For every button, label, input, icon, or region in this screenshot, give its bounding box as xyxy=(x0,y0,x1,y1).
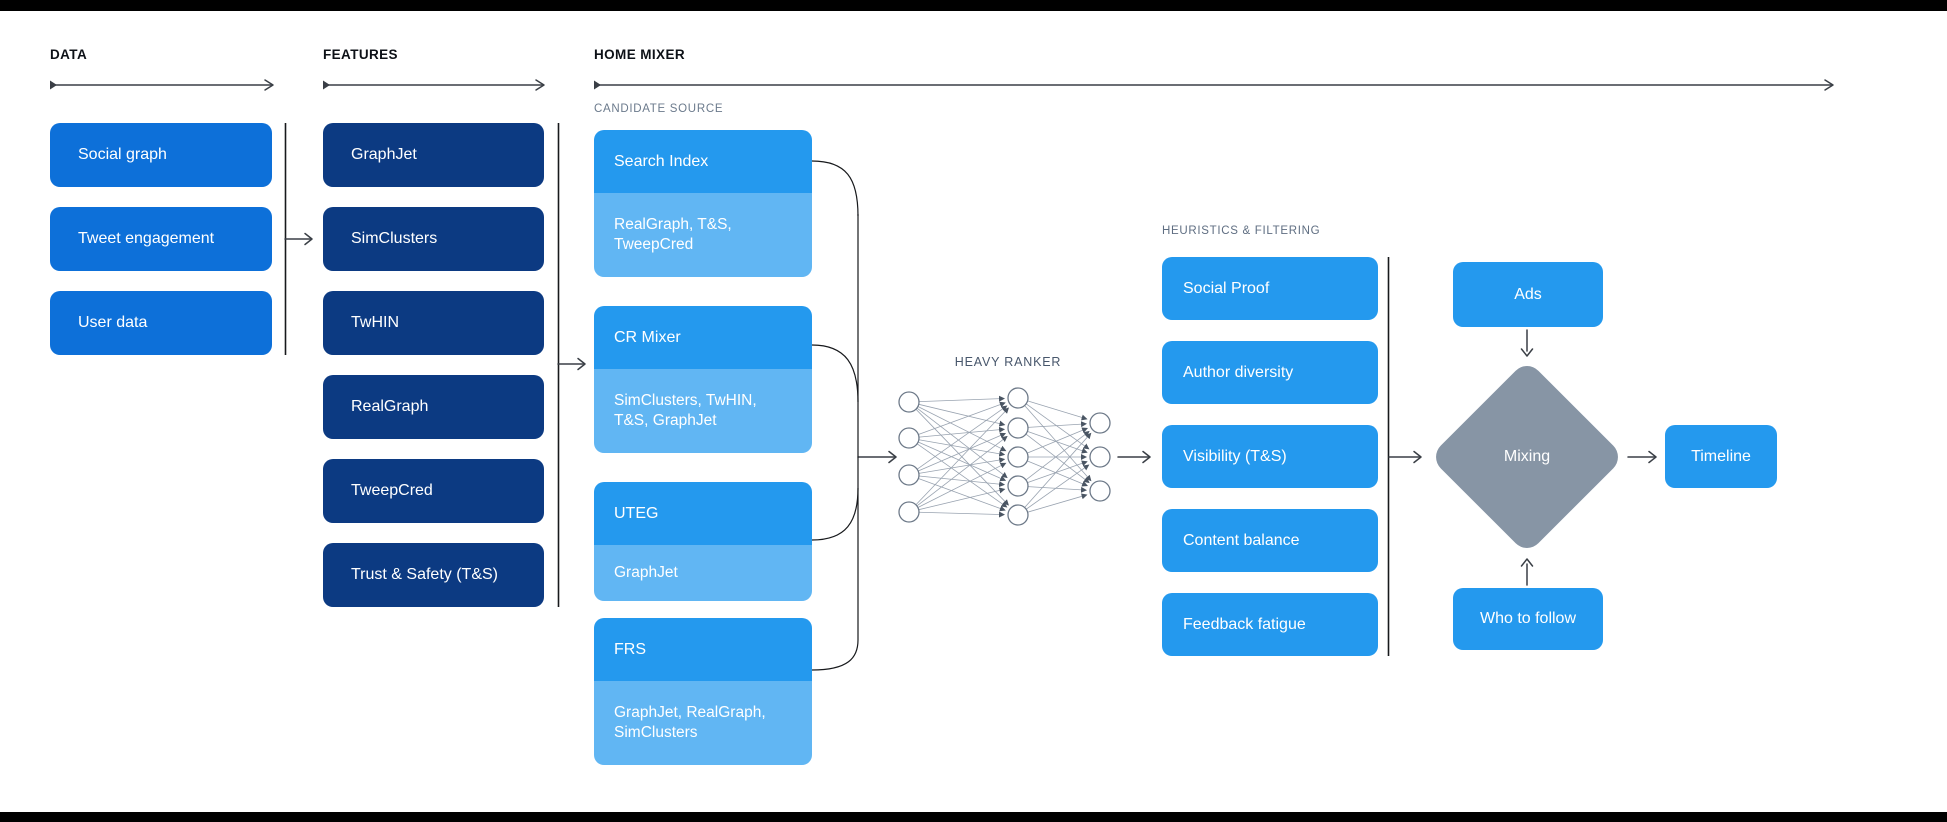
ranker-to-heuristics-arrow xyxy=(1117,450,1151,464)
heuristic-node-social-proof: Social Proof xyxy=(1162,257,1378,320)
heuristics-filtering-label: HEURISTICS & FILTERING xyxy=(1162,225,1321,237)
candidate-source-name: UTEG xyxy=(594,482,812,545)
features-to-candidates-arrow xyxy=(557,357,586,371)
data-node-tweet-engagement: Tweet engagement xyxy=(50,207,272,271)
heuristic-node-feedback-fatigue: Feedback fatigue xyxy=(1162,593,1378,656)
candidate-source-features: RealGraph, T&S, TweepCred xyxy=(594,193,812,277)
neural-network-diagram xyxy=(898,387,1111,526)
candidate-source-uteg: UTEG GraphJet xyxy=(594,482,812,601)
bottom-black-bar xyxy=(0,812,1947,822)
feature-node-twhin: TwHIN xyxy=(323,291,544,355)
home-mixer-axis-arrow xyxy=(594,79,1834,91)
feature-node-simclusters: SimClusters xyxy=(323,207,544,271)
top-black-bar xyxy=(0,0,1947,11)
home-mixer-section-title: HOME MIXER xyxy=(594,47,686,62)
candidate-source-frs: FRS GraphJet, RealGraph, SimClusters xyxy=(594,618,812,765)
ads-to-mixing-arrow xyxy=(1520,329,1534,357)
heuristics-to-mixing-arrow xyxy=(1388,450,1422,464)
data-node-user-data: User data xyxy=(50,291,272,355)
candidate-source-name: FRS xyxy=(594,618,812,681)
feature-node-graphjet: GraphJet xyxy=(323,123,544,187)
features-section-title: FEATURES xyxy=(323,47,398,62)
candidate-source-search-index: Search Index RealGraph, T&S, TweepCred xyxy=(594,130,812,277)
cr-mixer-connector xyxy=(811,344,859,403)
heuristic-node-author-diversity: Author diversity xyxy=(1162,341,1378,404)
candidate-source-name: CR Mixer xyxy=(594,306,812,369)
who-to-follow-node: Who to follow xyxy=(1453,588,1603,650)
who-to-follow-to-mixing-arrow xyxy=(1520,558,1534,586)
ads-node: Ads xyxy=(1453,262,1603,327)
candidate-source-cr-mixer: CR Mixer SimClusters, TwHIN, T&S, GraphJ… xyxy=(594,306,812,453)
data-section-title: DATA xyxy=(50,47,88,62)
features-axis-arrow xyxy=(323,79,545,91)
mixing-to-timeline-arrow xyxy=(1627,450,1657,464)
data-to-features-arrow xyxy=(284,232,313,246)
uteg-connector xyxy=(811,487,859,541)
mixing-label: Mixing xyxy=(1503,448,1551,465)
candidate-source-name: Search Index xyxy=(594,130,812,193)
feature-node-trust-safety: Trust & Safety (T&S) xyxy=(323,543,544,607)
heavy-ranker-label: HEAVY RANKER xyxy=(954,355,1062,369)
candidate-source-features: GraphJet, RealGraph, SimClusters xyxy=(594,681,812,765)
feature-node-tweepcred: TweepCred xyxy=(323,459,544,523)
search-index-connector xyxy=(811,160,859,217)
candidate-source-label: CANDIDATE SOURCE xyxy=(594,103,724,115)
heuristic-node-visibility: Visibility (T&S) xyxy=(1162,425,1378,488)
frs-connector xyxy=(811,639,859,671)
feature-node-realgraph: RealGraph xyxy=(323,375,544,439)
candidates-to-ranker-arrow xyxy=(857,450,897,464)
heuristic-node-content-balance: Content balance xyxy=(1162,509,1378,572)
candidate-source-features: SimClusters, TwHIN, T&S, GraphJet xyxy=(594,369,812,453)
data-node-social-graph: Social graph xyxy=(50,123,272,187)
candidate-source-features: GraphJet xyxy=(594,545,812,601)
timeline-node: Timeline xyxy=(1665,425,1777,488)
data-axis-arrow xyxy=(50,79,274,91)
